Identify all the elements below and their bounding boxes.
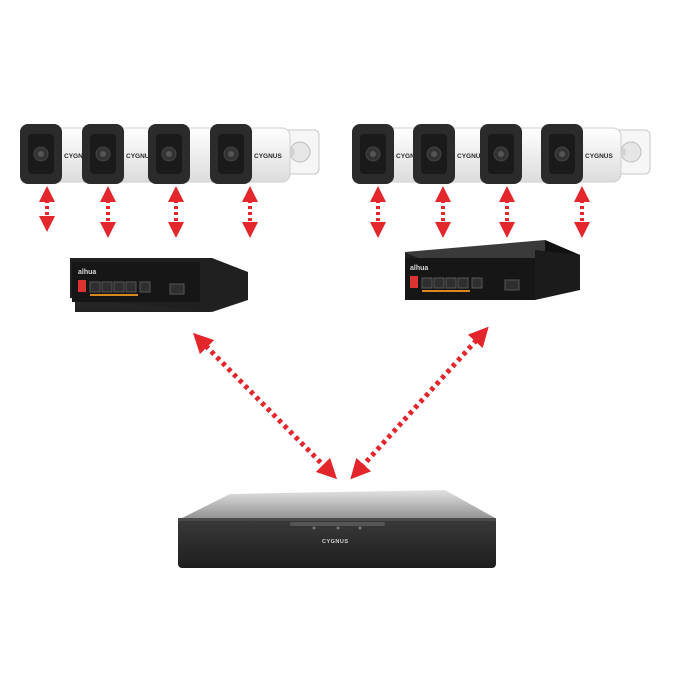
camera-brand-label: CYGNUS: [396, 153, 424, 160]
camera-mount: [282, 129, 320, 175]
camera-brand-label: CYGNUS: [64, 153, 92, 160]
camera-mount: [613, 129, 651, 175]
switch-brand-label: alhua: [410, 265, 428, 272]
nvr-recorder: CYGNUS: [178, 490, 496, 568]
camera-brand-label: CYGNUS: [585, 153, 613, 160]
nvr-brand-label: CYGNUS: [322, 539, 349, 545]
camera-brand-label: CYGNUS: [254, 153, 282, 160]
camera: CYGNUS: [541, 124, 622, 184]
camera-group-right: CYGNUS CYGNUS CYGNUS: [352, 124, 651, 184]
switch-brand-label: alhua: [78, 269, 96, 276]
camera: CYGNUS: [210, 124, 291, 184]
camera-brand-label: CYGNUS: [126, 153, 154, 160]
camera-brand-label: CYGNUS: [457, 153, 485, 160]
camera-links: [39, 186, 590, 238]
poe-switch-right: alhua: [405, 240, 580, 300]
camera: CYGNUS: [82, 124, 163, 184]
poe-switch-left: alhua: [70, 258, 248, 312]
switch-nvr-link-left: [192, 332, 338, 480]
switch-nvr-link-right: [350, 326, 489, 480]
camera-group-left: CYGNUS CYGNUS CYGNUS: [20, 124, 320, 184]
camera: CYGNUS: [413, 124, 494, 184]
switch-nvr-links: [192, 326, 489, 480]
